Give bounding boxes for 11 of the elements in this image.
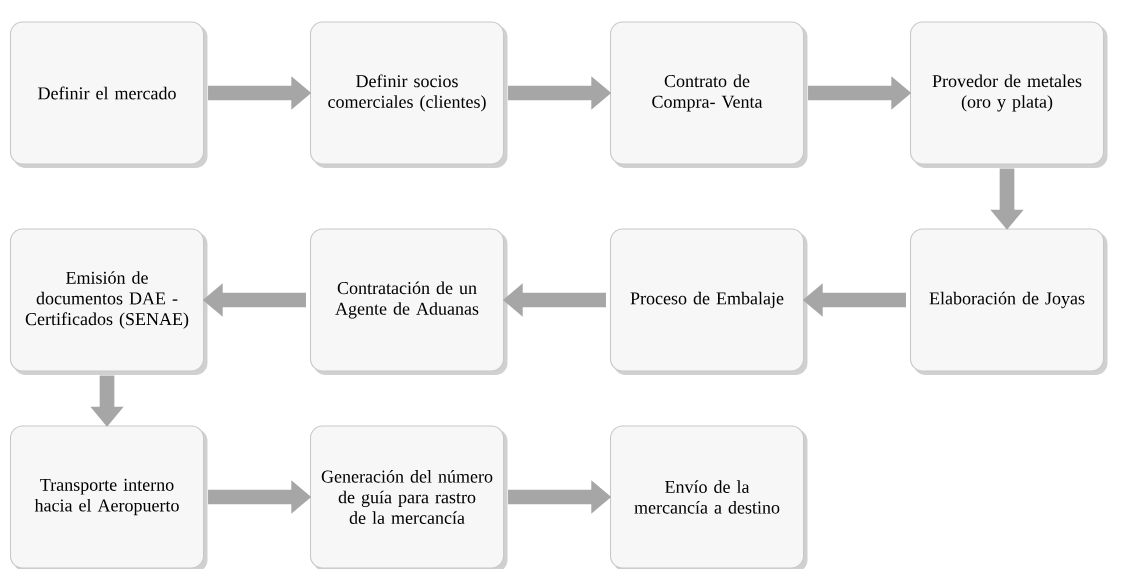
process-box: Envío de la mercancía a destino [609, 425, 808, 569]
process-box: Transporte interno hacia el Aeropuerto [9, 425, 208, 569]
process-box: Definir el mercado [9, 21, 208, 168]
process-box: Definir socios comerciales (clientes) [309, 21, 508, 168]
process-box: Proceso de Embalaje [609, 228, 808, 375]
process-box: Provedor de metales (oro y plata) [909, 21, 1108, 168]
process-box: Emisión de documentos DAE - Certificados (SENAE) [9, 228, 208, 375]
process-box: Contratación de un Agente de Aduanas [309, 228, 508, 375]
process-box: Elaboración de Joyas [909, 228, 1108, 375]
process-box: Generación del número de guía para rastro de la mercancía [309, 425, 508, 569]
process-box: Contrato de Compra- Venta [609, 21, 808, 168]
